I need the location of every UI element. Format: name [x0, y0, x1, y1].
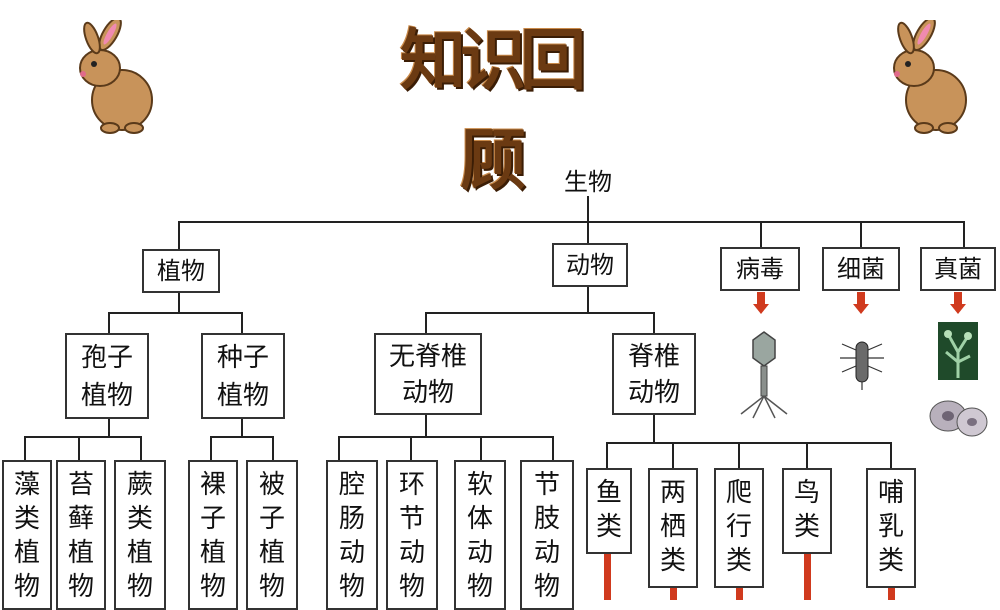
connector: [425, 312, 427, 334]
connector: [425, 415, 427, 437]
connector: [425, 312, 655, 314]
node-mollusks: 软体动物: [454, 460, 506, 610]
node-coelenterates: 腔肠动物: [326, 460, 378, 610]
arrow-head-icon: [753, 304, 769, 314]
connector: [653, 415, 655, 443]
node-moss-label: 苔藓植物: [67, 470, 94, 602]
node-birds: 鸟类: [782, 468, 832, 554]
connector: [210, 436, 212, 460]
connector: [480, 436, 482, 460]
connector: [587, 196, 589, 222]
node-fish-label: 鱼类: [595, 478, 622, 542]
virus-image: [735, 330, 793, 420]
node-gymnosperm-label: 裸子植物: [199, 470, 226, 602]
connector: [860, 221, 862, 247]
connector: [338, 436, 554, 438]
arrow-virus: [757, 292, 765, 306]
node-arthropods: 节肢动物: [520, 460, 574, 610]
connector: [210, 436, 274, 438]
node-reptiles-label: 爬行类: [725, 478, 752, 576]
node-bacteria: 细菌: [822, 247, 900, 291]
arrow-head-icon: [853, 304, 869, 314]
connector: [178, 221, 180, 249]
node-angiosperm-label: 被子植物: [258, 470, 285, 602]
connector: [760, 221, 762, 247]
connector: [672, 442, 674, 468]
connector: [108, 419, 110, 437]
fungus-image: [938, 322, 978, 380]
node-fish: 鱼类: [586, 468, 632, 554]
connector: [78, 436, 80, 460]
connector: [272, 436, 274, 460]
page-title: 知识回顾: [400, 21, 586, 199]
connector: [653, 312, 655, 334]
node-vertebrates-label: 脊椎动物: [628, 342, 681, 408]
arrow-mammals: [888, 588, 895, 600]
connector: [241, 419, 243, 437]
connector: [606, 442, 608, 468]
connector: [241, 312, 243, 334]
node-animals: 动物: [552, 243, 628, 287]
node-seed-plants-label: 种子植物: [217, 343, 270, 411]
node-fern-label: 蕨类植物: [126, 470, 153, 602]
node-algae: 藻类植物: [2, 460, 52, 610]
arrow-fish: [604, 554, 611, 600]
connector: [552, 436, 554, 460]
connector: [178, 221, 965, 223]
connector: [587, 221, 589, 243]
node-spore-plants-label: 孢子植物: [81, 343, 134, 411]
connector: [24, 436, 26, 460]
node-mammals: 哺乳类: [866, 468, 916, 588]
node-coelenterates-label: 腔肠动物: [338, 470, 365, 602]
connector: [606, 442, 892, 444]
arrow-reptiles: [736, 588, 743, 600]
connector: [140, 436, 142, 460]
mushroom-image: [926, 394, 990, 440]
connector: [963, 221, 965, 247]
connector: [738, 442, 740, 468]
connector: [890, 442, 892, 468]
arrow-bacteria: [857, 292, 865, 306]
node-fern: 蕨类植物: [114, 460, 166, 610]
connector: [587, 287, 589, 313]
node-invertebrates-label: 无脊椎动物: [388, 342, 467, 408]
connector: [108, 312, 243, 314]
connector: [24, 436, 142, 438]
node-seed-plants: 种子植物: [201, 333, 285, 419]
node-angiosperm: 被子植物: [246, 460, 298, 610]
node-vertebrates: 脊椎动物: [612, 333, 696, 415]
root-node: 生物: [564, 168, 612, 196]
node-mammals-label: 哺乳类: [877, 478, 904, 576]
node-fungi: 真菌: [920, 247, 996, 291]
connector: [108, 312, 110, 334]
node-amphibians-label: 两栖类: [659, 478, 686, 576]
arrow-fungi: [954, 292, 962, 306]
node-annelids-label: 环节动物: [398, 470, 425, 602]
rabbit-left-icon: [70, 20, 160, 135]
node-algae-label: 藻类植物: [13, 470, 40, 602]
node-virus: 病毒: [720, 247, 800, 291]
connector: [178, 293, 180, 313]
node-invertebrates: 无脊椎动物: [374, 333, 482, 415]
node-arthropods-label: 节肢动物: [533, 470, 560, 602]
node-moss: 苔藓植物: [56, 460, 106, 610]
arrow-head-icon: [950, 304, 966, 314]
connector: [806, 442, 808, 468]
node-plants: 植物: [142, 249, 220, 293]
node-amphibians: 两栖类: [648, 468, 698, 588]
arrow-birds: [804, 554, 811, 600]
node-spore-plants: 孢子植物: [65, 333, 149, 419]
node-mollusks-label: 软体动物: [466, 470, 493, 602]
connector: [410, 436, 412, 460]
node-annelids: 环节动物: [386, 460, 438, 610]
node-reptiles: 爬行类: [714, 468, 764, 588]
rabbit-right-icon: [884, 20, 974, 135]
arrow-amphibians: [670, 588, 677, 600]
connector: [338, 436, 340, 460]
bacteria-image: [838, 332, 886, 392]
node-gymnosperm: 裸子植物: [188, 460, 238, 610]
node-birds-label: 鸟类: [793, 478, 820, 542]
